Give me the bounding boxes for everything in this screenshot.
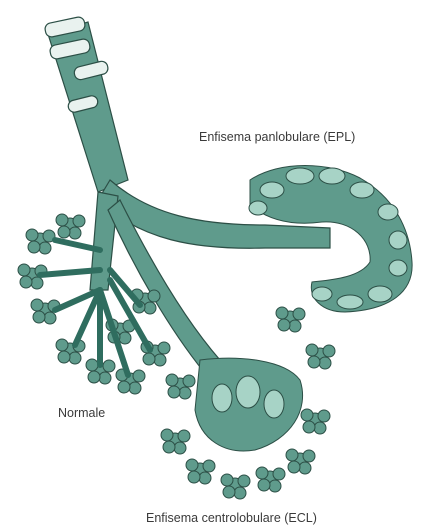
label-centrolobular-emphysema: Enfisema centrolobulare (ECL) (146, 511, 317, 525)
label-panlobular-emphysema: Enfisema panlobulare (EPL) (199, 130, 355, 144)
trachea (44, 16, 128, 192)
label-normal: Normale (58, 406, 105, 420)
